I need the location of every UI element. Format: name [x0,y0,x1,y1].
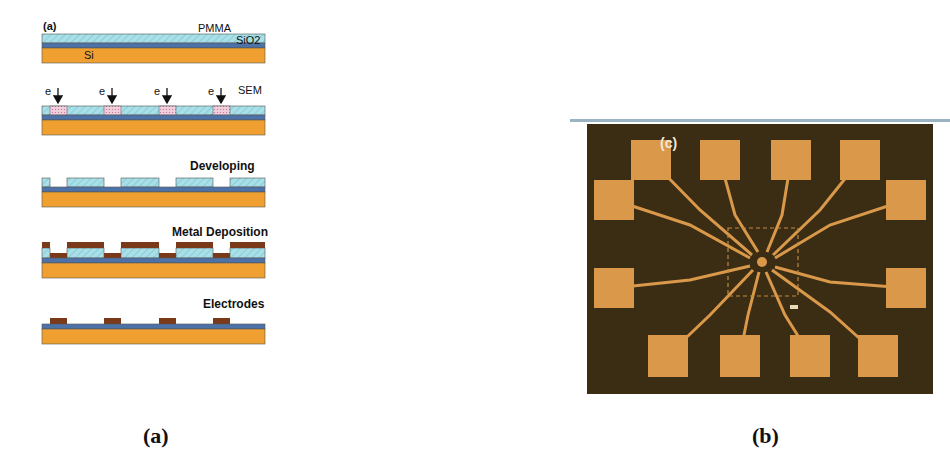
device-center [757,257,767,267]
electron-arrow [57,88,58,103]
exposed-region [104,106,121,115]
pmma-segment [230,248,265,258]
pmma-layer [42,34,265,43]
panel-caption: (b) [752,424,779,448]
electrode [50,318,67,324]
layer-stack-2 [42,88,265,135]
electrode [213,318,230,324]
pmma-segment [42,178,50,187]
exposed-region [159,106,176,115]
electron-label: e [154,85,160,97]
metal-film [67,242,104,248]
electron-label: e [99,85,105,97]
electron-arrow [111,88,112,103]
sio2-layer [42,187,265,192]
exposed-region [50,106,67,115]
panel-tag: (c) [660,136,677,151]
layer-stack-1 [42,34,265,63]
panel-caption: (a) [143,424,169,448]
si-layer [42,48,265,63]
step-label: Electrodes [203,298,264,311]
layer-stack-4 [42,242,265,278]
metal-film [50,253,67,258]
metal-film [213,253,230,258]
electrode [104,318,121,324]
metal-film [42,242,50,248]
step-label: Developing [190,160,255,173]
si-layer [42,263,265,278]
pmma-segment [67,178,104,187]
pmma-segment [67,248,104,258]
electron-label: e [208,85,214,97]
metal-film [176,242,213,248]
marker [790,305,798,309]
layer-name: PMMA [198,22,231,34]
si-layer [42,192,265,207]
pmma-segment [176,248,213,258]
step-label: SEM [238,84,262,96]
layer-stack-3 [42,178,265,207]
pmma-segment [230,178,265,187]
electron-arrow [166,88,167,103]
sio2-layer [42,43,265,48]
metal-film [121,242,159,248]
sio2-layer [42,324,265,329]
micrograph [570,119,950,394]
pmma-layer [42,106,265,115]
electron-label: e [45,85,51,97]
metal-film [104,253,121,258]
micrograph-ground [587,124,933,394]
layer-name: SiO2 [236,34,260,46]
top-rule [570,119,950,122]
contact-pads [594,140,926,377]
metal-film [230,242,265,248]
exposed-region [213,106,230,115]
sio2-layer [42,115,265,120]
dashed-frame [728,228,798,296]
si-layer [42,120,265,135]
si-layer [42,329,265,344]
electrode [159,318,176,324]
sio2-layer [42,258,265,263]
step-label: Metal Deposition [172,226,268,239]
layer-name: Si [84,49,94,61]
layer-stack-5 [42,318,265,344]
pmma-segment [42,248,50,258]
metal-film [159,253,176,258]
electrode-traces [614,160,906,355]
pmma-segment [121,248,159,258]
panel-tag: (a) [43,20,56,32]
pmma-segment [121,178,159,187]
electron-arrow [220,88,221,103]
pmma-segment [176,178,213,187]
